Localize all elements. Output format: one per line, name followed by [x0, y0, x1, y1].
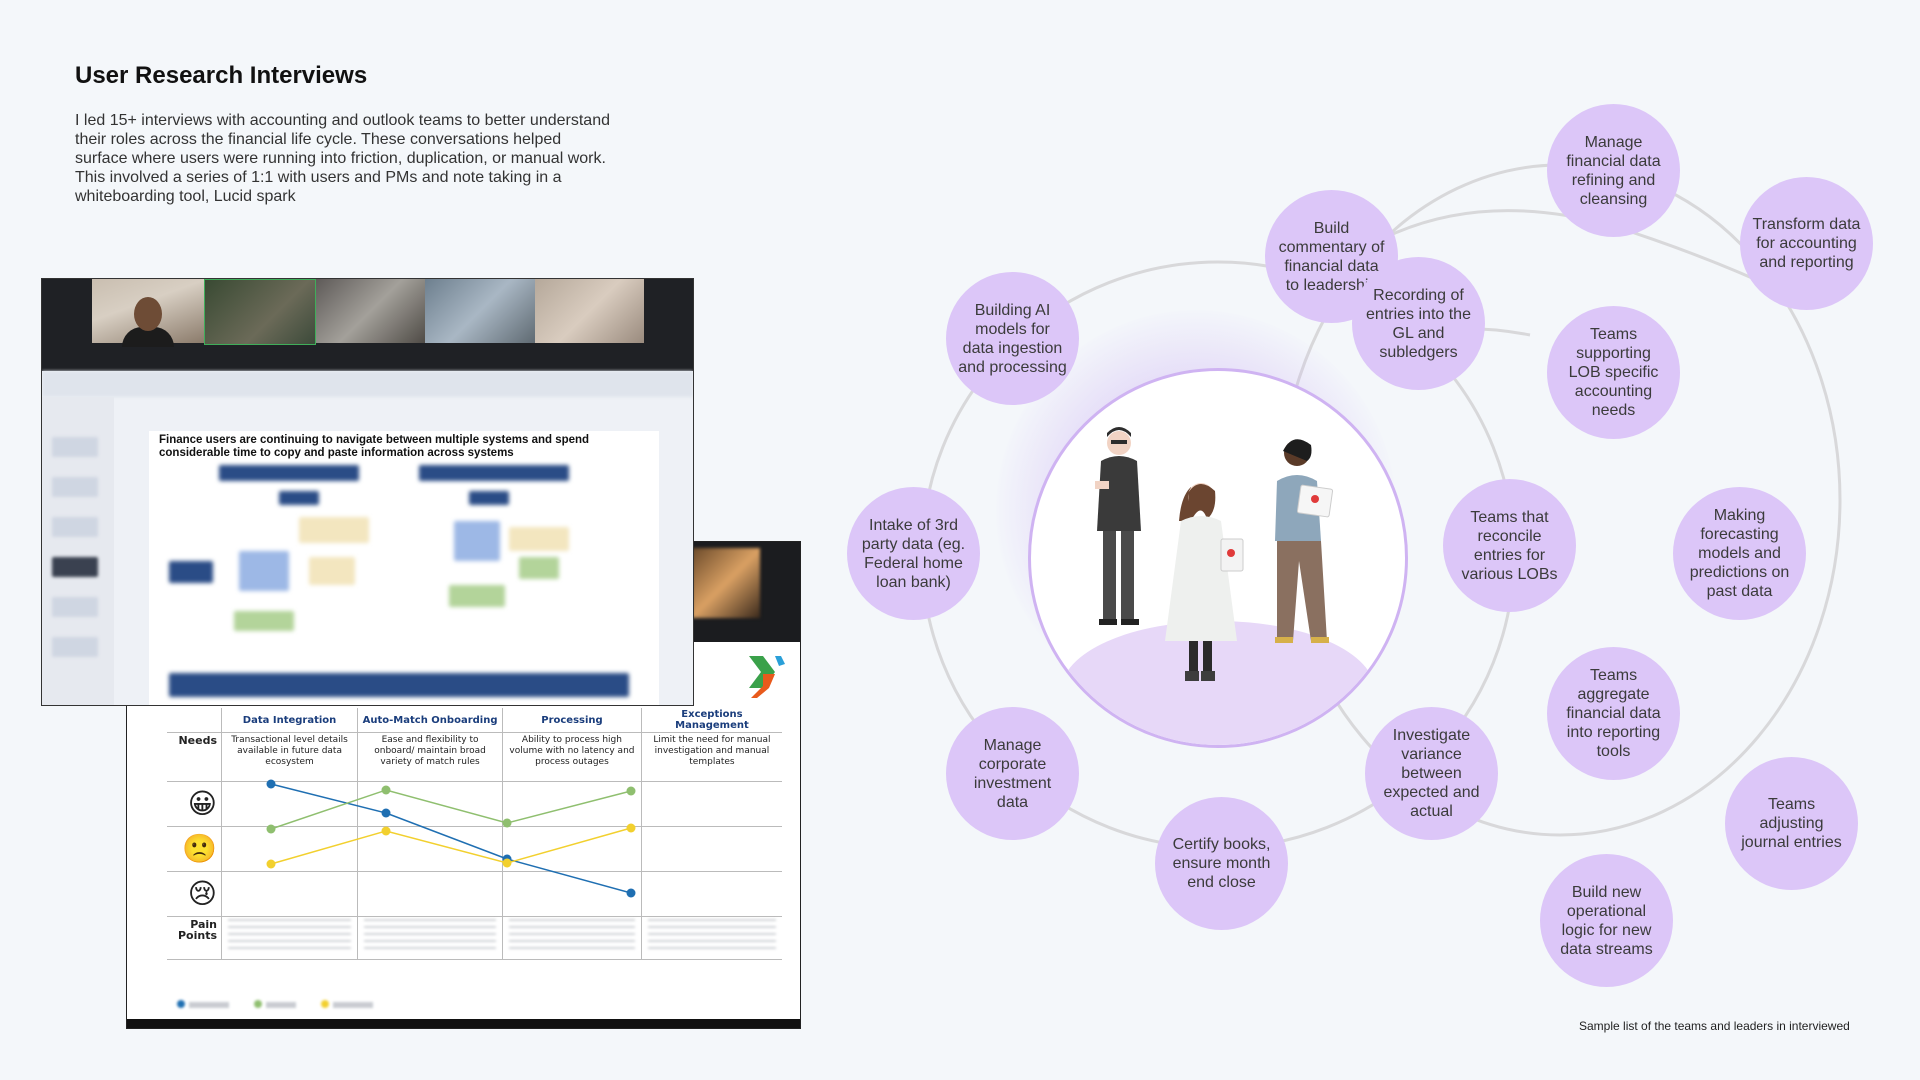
crying-face-icon: 😢 [187, 877, 217, 910]
journey-map-table: Data Integration Auto-Match Onboarding P… [167, 708, 782, 960]
column-header: Processing [502, 708, 642, 733]
users-illustration [1028, 368, 1408, 748]
company-logo-icon [749, 656, 785, 698]
participant-video-thumbnail [692, 548, 760, 618]
app-toolbar-blurred [42, 371, 693, 397]
participant-video-tile [315, 279, 425, 343]
team-bubble: Intake of 3rd party data (eg. Federal ho… [847, 487, 980, 620]
video-participant-strip [92, 279, 644, 347]
needs-label: Needs [167, 732, 222, 782]
participant-video-tile [204, 279, 316, 345]
team-bubble: Building AI models for data ingestion an… [946, 272, 1079, 405]
team-bubble: Build new operational logic for new data… [1540, 854, 1673, 987]
team-bubble: Teams that reconcile entries for various… [1443, 479, 1576, 612]
participant-video-tile [425, 279, 535, 343]
slide-thumbnail-panel [42, 397, 114, 705]
column-header: Auto-Match Onboarding [357, 708, 503, 733]
participant-video-tile [534, 279, 644, 343]
team-bubble: Teams adjusting journal entries [1725, 757, 1858, 890]
pain-points-blurred [228, 919, 352, 953]
slide-heading: Finance users are continuing to navigate… [159, 434, 590, 459]
team-bubble: Recording of entries into the GL and sub… [1352, 257, 1485, 390]
whiteboard-app: Finance users are continuing to navigate… [42, 371, 693, 705]
participant-video-tile [92, 279, 204, 347]
needs-cell: Limit the need for manual investigation … [640, 732, 782, 782]
needs-cell: Ease and flexibility to onboard/ maintai… [357, 732, 503, 782]
happy-face-icon: 😀 [187, 787, 217, 820]
legend-blurred [177, 995, 377, 1008]
needs-cell: Ability to process high volume with no l… [502, 732, 642, 782]
team-bubble-diagram: Build commentary of financial data to le… [840, 90, 1880, 1010]
people-illustration-icon [1095, 427, 1334, 681]
pain-points-blurred [364, 919, 497, 953]
page-title: User Research Interviews [75, 62, 368, 89]
slide-canvas: Finance users are continuing to navigate… [149, 431, 659, 705]
team-bubble: Certify books, ensure month end close [1155, 797, 1288, 930]
team-bubble: Investigate variance between expected an… [1365, 707, 1498, 840]
pain-points-blurred [509, 919, 635, 953]
column-header: Exceptions Management [640, 708, 782, 733]
pain-points-label: Pain Points [167, 916, 222, 960]
frown-face-icon: 🙁 [182, 832, 217, 865]
team-bubble: Teams aggregate financial data into repo… [1547, 647, 1680, 780]
intro-paragraph: I led 15+ interviews with accounting and… [75, 112, 610, 205]
team-bubble: Manage financial data refining and clean… [1547, 104, 1680, 237]
team-bubble: Transform data for accounting and report… [1740, 177, 1873, 310]
team-bubble: Teams supporting LOB specific accounting… [1547, 306, 1680, 439]
team-bubble: Build commentary of financial data to le… [1265, 190, 1398, 323]
pain-points-blurred [647, 919, 776, 953]
column-header: Data Integration [220, 708, 358, 733]
diagram-caption: Sample list of the teams and leaders in … [1579, 1019, 1850, 1033]
team-bubble: Manage corporate investment data [946, 707, 1079, 840]
meeting-screenshot: Finance users are continuing to navigate… [41, 278, 694, 706]
team-bubble: Making forecasting models and prediction… [1673, 487, 1806, 620]
avatar [134, 297, 162, 331]
needs-cell: Transactional level details available in… [220, 732, 358, 782]
